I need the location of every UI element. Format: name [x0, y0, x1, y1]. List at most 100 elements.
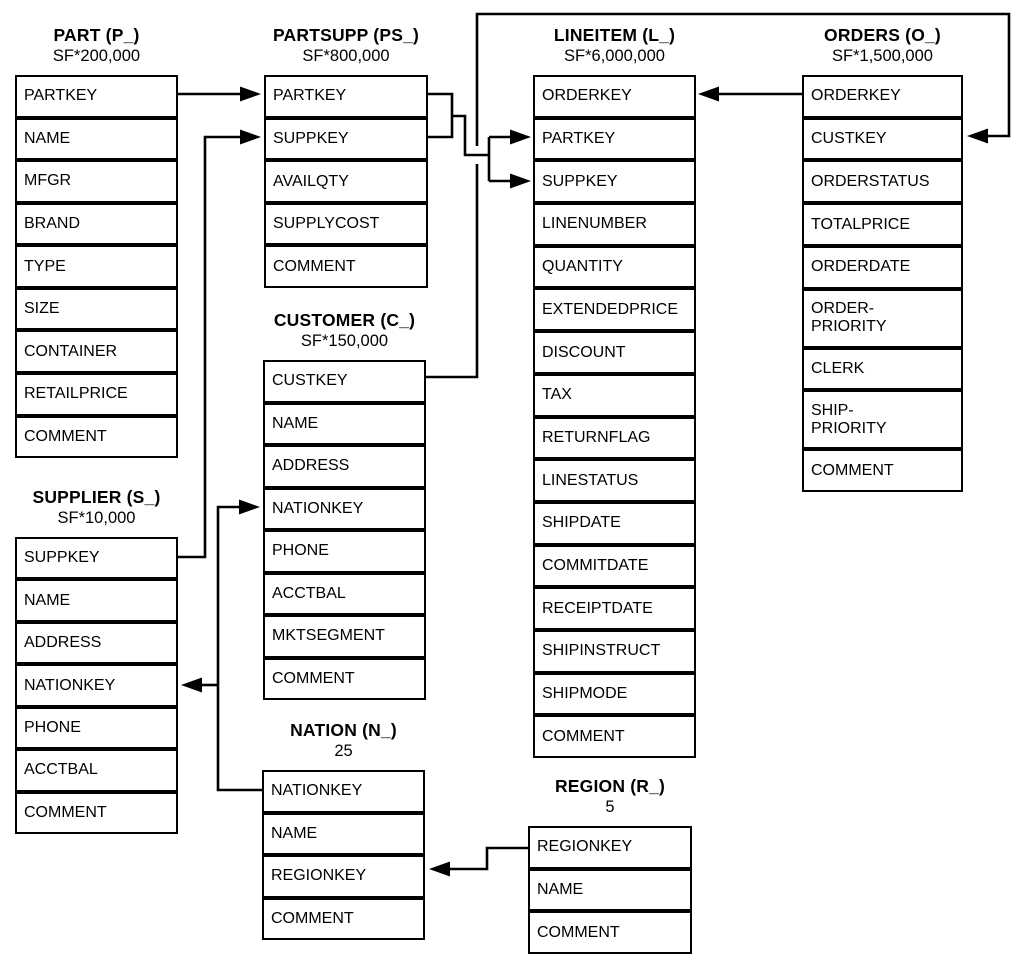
- field-orders-totalprice: TOTALPRICE: [802, 203, 963, 246]
- field-partsupp-partkey: PARTKEY: [264, 75, 428, 118]
- field-lineitem-linenumber: LINENUMBER: [533, 203, 696, 246]
- field-orders-order-priority: ORDER- PRIORITY: [802, 288, 963, 348]
- connector-partsupp-keys-to-lineitem-keys: [428, 92, 531, 189]
- field-customer-address: ADDRESS: [263, 445, 426, 488]
- table-supplier-header: SUPPLIER (S_) SF*10,000: [0, 486, 196, 528]
- field-supplier-address: ADDRESS: [15, 621, 178, 665]
- connector-region-regionkey-to-nation-regionkey: [429, 846, 528, 877]
- field-region-regionkey: REGIONKEY: [528, 826, 692, 869]
- field-nation-regionkey: REGIONKEY: [262, 855, 425, 898]
- field-supplier-name: NAME: [15, 579, 178, 622]
- field-lineitem-tax: TAX: [533, 373, 696, 417]
- field-nation-comment: COMMENT: [262, 897, 425, 940]
- table-orders-title: ORDERS (O_): [824, 25, 941, 45]
- table-lineitem-header: LINEITEM (L_) SF*6,000,000: [515, 24, 714, 66]
- table-part-cardinality: SF*200,000: [52, 47, 141, 65]
- table-nation-title: NATION (N_): [290, 720, 397, 740]
- connector-part-partkey-to-partsupp-partkey: [178, 86, 261, 102]
- field-supplier-nationkey: NATIONKEY: [15, 664, 178, 707]
- field-orders-comment: COMMENT: [802, 449, 963, 492]
- field-lineitem-suppkey: SUPPKEY: [533, 160, 696, 204]
- field-lineitem-returnflag: RETURNFLAG: [533, 416, 696, 460]
- field-supplier-comment: COMMENT: [15, 791, 178, 834]
- field-lineitem-extendedprice: EXTENDEDPRICE: [533, 288, 696, 332]
- table-customer-cardinality: SF*150,000: [300, 332, 389, 350]
- field-part-mfgr: MFGR: [15, 160, 178, 203]
- table-region-header: REGION (R_) 5: [510, 775, 710, 817]
- field-nation-name: NAME: [262, 812, 425, 855]
- field-orders-clerk: CLERK: [802, 347, 963, 391]
- field-orders-custkey: CUSTKEY: [802, 117, 963, 161]
- table-customer-header: CUSTOMER (C_) SF*150,000: [245, 309, 444, 351]
- field-lineitem-quantity: QUANTITY: [533, 245, 696, 289]
- table-part-header: PART (P_) SF*200,000: [0, 24, 196, 66]
- field-supplier-suppkey: SUPPKEY: [15, 537, 178, 580]
- field-customer-name: NAME: [263, 402, 426, 445]
- field-supplier-acctbal: ACCTBAL: [15, 749, 178, 792]
- field-orders-orderkey: ORDERKEY: [802, 75, 963, 118]
- field-orders-orderdate: ORDERDATE: [802, 245, 963, 289]
- field-customer-custkey: CUSTKEY: [263, 360, 426, 403]
- field-customer-comment: COMMENT: [263, 657, 426, 700]
- table-partsupp-title: PARTSUPP (PS_): [272, 25, 420, 45]
- field-lineitem-orderkey: ORDERKEY: [533, 75, 696, 118]
- field-part-type: TYPE: [15, 245, 178, 288]
- field-partsupp-supplycost: SUPPLYCOST: [264, 202, 428, 246]
- table-partsupp-header: PARTSUPP (PS_) SF*800,000: [246, 24, 446, 66]
- field-region-name: NAME: [528, 868, 692, 912]
- field-partsupp-suppkey: SUPPKEY: [264, 117, 428, 161]
- field-part-brand: BRAND: [15, 202, 178, 246]
- table-nation-cardinality: 25: [334, 742, 353, 760]
- field-part-retailprice: RETAILPRICE: [15, 372, 178, 416]
- table-partsupp-cardinality: SF*800,000: [302, 47, 390, 65]
- field-partsupp-availqty: AVAILQTY: [264, 160, 428, 203]
- table-lineitem-title: LINEITEM (L_): [553, 25, 676, 45]
- field-lineitem-shipmode: SHIPMODE: [533, 672, 696, 716]
- field-orders-ship-priority: SHIP- PRIORITY: [802, 390, 963, 450]
- field-partsupp-comment: COMMENT: [264, 245, 428, 288]
- field-lineitem-partkey: PARTKEY: [533, 117, 696, 161]
- table-supplier-cardinality: SF*10,000: [57, 509, 136, 527]
- field-customer-phone: PHONE: [263, 530, 426, 573]
- field-lineitem-receiptdate: RECEIPTDATE: [533, 587, 696, 630]
- field-customer-mktsegment: MKTSEGMENT: [263, 615, 426, 658]
- table-orders-header: ORDERS (O_) SF*1,500,000: [784, 24, 981, 66]
- table-orders-cardinality: SF*1,500,000: [832, 47, 933, 65]
- field-part-comment: COMMENT: [15, 415, 178, 459]
- field-supplier-phone: PHONE: [15, 706, 178, 750]
- field-part-partkey: PARTKEY: [15, 75, 178, 118]
- table-lineitem-cardinality: SF*6,000,000: [564, 47, 665, 65]
- field-part-name: NAME: [15, 117, 178, 161]
- table-customer-title: CUSTOMER (C_): [273, 310, 416, 330]
- field-lineitem-discount: DISCOUNT: [533, 331, 696, 374]
- field-lineitem-comment: COMMENT: [533, 715, 696, 758]
- field-lineitem-commitdate: COMMITDATE: [533, 544, 696, 588]
- field-customer-nationkey: NATIONKEY: [263, 487, 426, 530]
- field-lineitem-linestatus: LINESTATUS: [533, 459, 696, 502]
- field-part-container: CONTAINER: [15, 330, 178, 373]
- table-nation-header: NATION (N_) 25: [244, 719, 443, 761]
- table-region-title: REGION (R_): [554, 776, 666, 796]
- field-lineitem-shipdate: SHIPDATE: [533, 501, 696, 545]
- connector-orders-orderkey-to-lineitem-orderkey: [698, 86, 802, 102]
- field-orders-orderstatus: ORDERSTATUS: [802, 160, 963, 204]
- table-supplier-title: SUPPLIER (S_): [32, 487, 161, 507]
- field-lineitem-shipinstruct: SHIPINSTRUCT: [533, 629, 696, 673]
